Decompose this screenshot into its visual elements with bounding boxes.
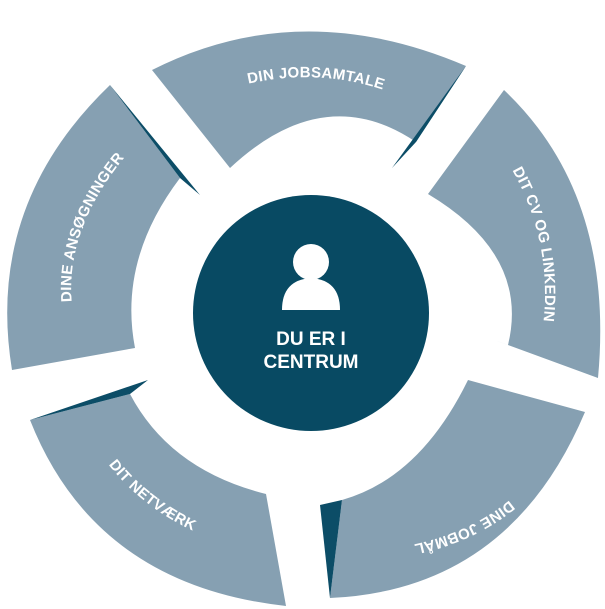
segment-dit-cv-og-linkedin-shape	[428, 90, 601, 378]
segment-dit-netvaerk: DIT NETVÆRK	[30, 380, 286, 606]
segment-din-jobsamtale-fold	[392, 66, 466, 168]
segment-din-jobsamtale: DIN JOBSAMTALE	[152, 31, 466, 169]
segment-dine-jobmaal-fold	[320, 500, 342, 598]
segment-dine-ansoegninger: DINE ANSØGNINGER	[7, 85, 200, 370]
center-label-line2: CENTRUM	[264, 352, 359, 373]
segment-dit-netvaerk-fold	[30, 380, 148, 420]
center-label-line1: DU ER I	[276, 329, 346, 350]
center-circle	[193, 195, 429, 431]
center-node: DU ER I CENTRUM	[193, 195, 429, 431]
segment-dit-cv-og-linkedin: DIT CV OG LINKEDIN	[428, 90, 601, 378]
segment-dit-cv-og-linkedin-fold	[486, 337, 598, 378]
segment-dine-ansoegninger-fold	[110, 85, 200, 195]
segment-dine-jobmaal-shape	[330, 380, 585, 598]
segment-din-jobsamtale-shape	[152, 31, 466, 169]
segment-dit-netvaerk-shape	[30, 394, 286, 606]
segment-dine-ansoegninger-shape	[7, 85, 180, 370]
person-icon	[282, 244, 340, 310]
